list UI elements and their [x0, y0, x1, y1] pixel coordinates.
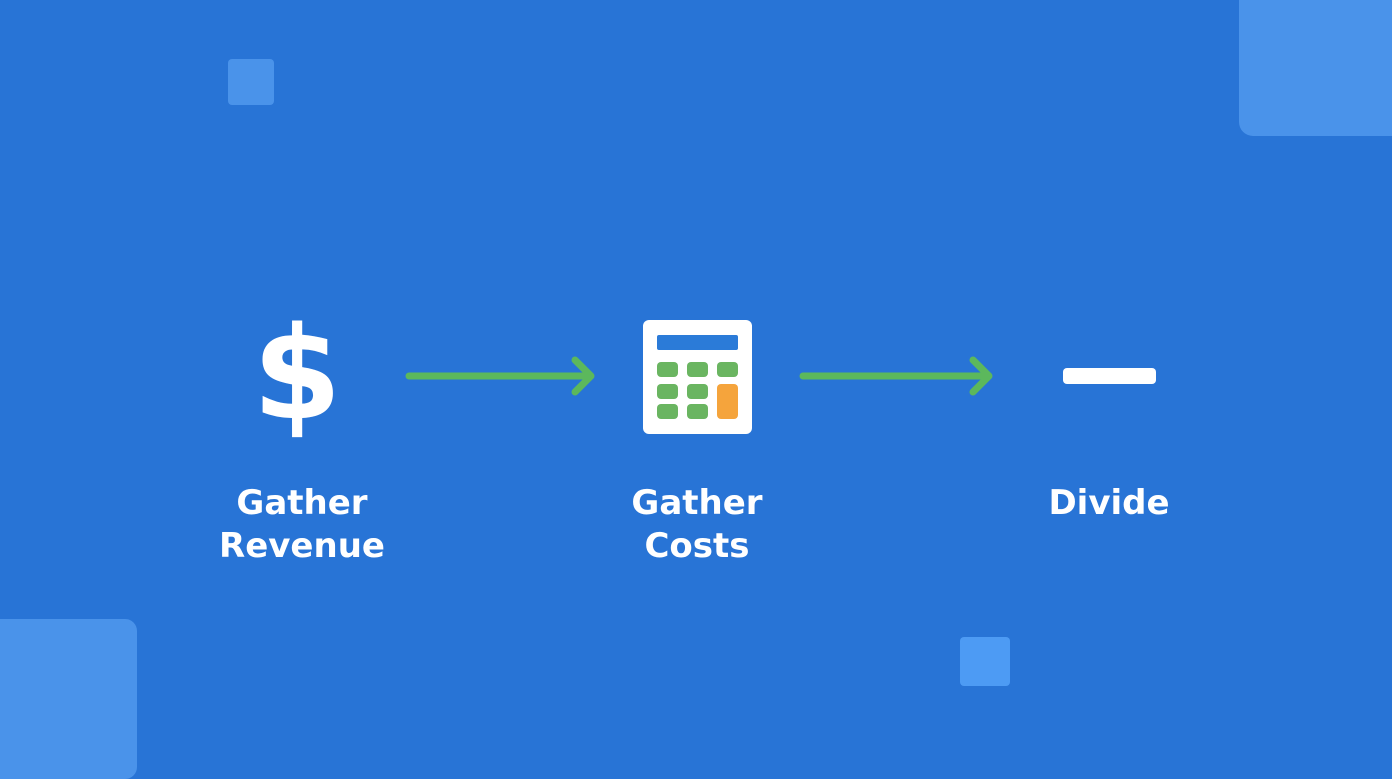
calculator-icon — [643, 320, 752, 434]
step-label-gather-costs: Gather Costs — [597, 482, 797, 568]
decorative-square — [228, 59, 274, 105]
step-label-line: Costs — [644, 526, 750, 566]
step-label-line: Revenue — [219, 526, 385, 566]
step-label-line: Divide — [1048, 483, 1170, 523]
step-label-gather-revenue: Gather Revenue — [202, 482, 402, 568]
svg-text:$: $ — [252, 300, 341, 449]
decorative-square — [1239, 0, 1392, 136]
arrow-right-icon — [405, 356, 595, 396]
step-label-line: Gather — [236, 483, 368, 523]
step-label-line: Gather — [631, 483, 763, 523]
process-flow-diagram: $ — [252, 300, 1156, 449]
arrow-right-icon — [799, 356, 993, 396]
dollar-sign-icon: $ — [252, 300, 341, 449]
minus-icon — [1063, 368, 1156, 384]
step-label-divide: Divide — [1009, 482, 1209, 525]
decorative-square — [960, 637, 1010, 686]
